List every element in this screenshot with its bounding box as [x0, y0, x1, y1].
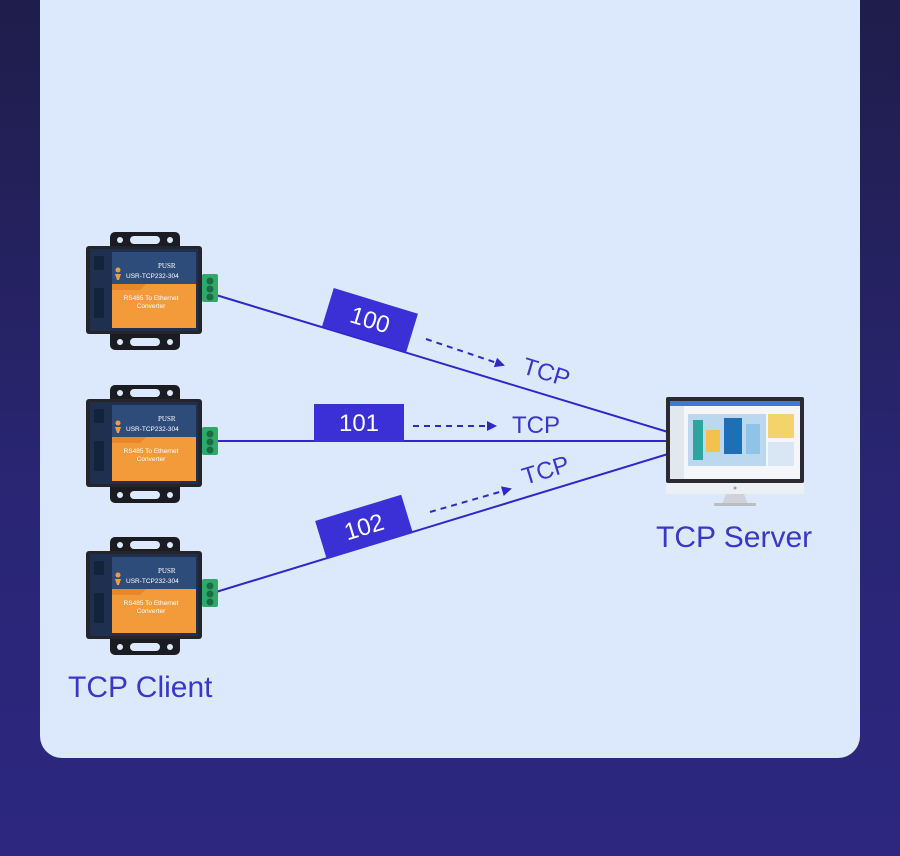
device-converter-1: PUSR USR-TCP232-304 RS485 To Ethernet Co…	[86, 232, 218, 350]
device-subtitle: RS485 To Ethernet	[124, 448, 179, 455]
monitor-icon	[666, 397, 804, 506]
device-converter-3: PUSR USR-TCP232-304 RS485 To Ethernet Co…	[86, 537, 218, 655]
server-label: TCP Server	[656, 521, 813, 554]
device-subtitle: RS485 To Ethernet	[124, 600, 179, 607]
device-subtitle: RS485 To Ethernet	[124, 295, 179, 302]
device-brand: PUSR	[158, 262, 176, 270]
device-subtitle: Converter	[137, 303, 166, 310]
device-model: USR-TCP232-304	[126, 273, 179, 280]
protocol-label: TCP	[512, 412, 560, 439]
direction-arrow-icon	[429, 486, 512, 513]
packet-badge-102: 102	[315, 494, 413, 560]
device-subtitle: Converter	[137, 456, 166, 463]
device-model: USR-TCP232-304	[126, 426, 179, 433]
device-brand: PUSR	[158, 567, 176, 575]
device-converter-2: PUSR USR-TCP232-304 RS485 To Ethernet Co…	[86, 385, 218, 503]
packet-badge-100: 100	[322, 288, 418, 352]
packet-badge-101: 101	[314, 404, 404, 442]
device-brand: PUSR	[158, 415, 176, 423]
device-subtitle: Converter	[137, 608, 166, 615]
direction-arrow-icon	[425, 338, 505, 368]
packet-label: 101	[339, 410, 379, 437]
protocol-label: TCP	[519, 353, 573, 393]
client-label: TCP Client	[68, 671, 213, 704]
device-model: USR-TCP232-304	[126, 578, 179, 585]
link-line-100	[215, 294, 669, 433]
link-line-102	[215, 453, 669, 593]
